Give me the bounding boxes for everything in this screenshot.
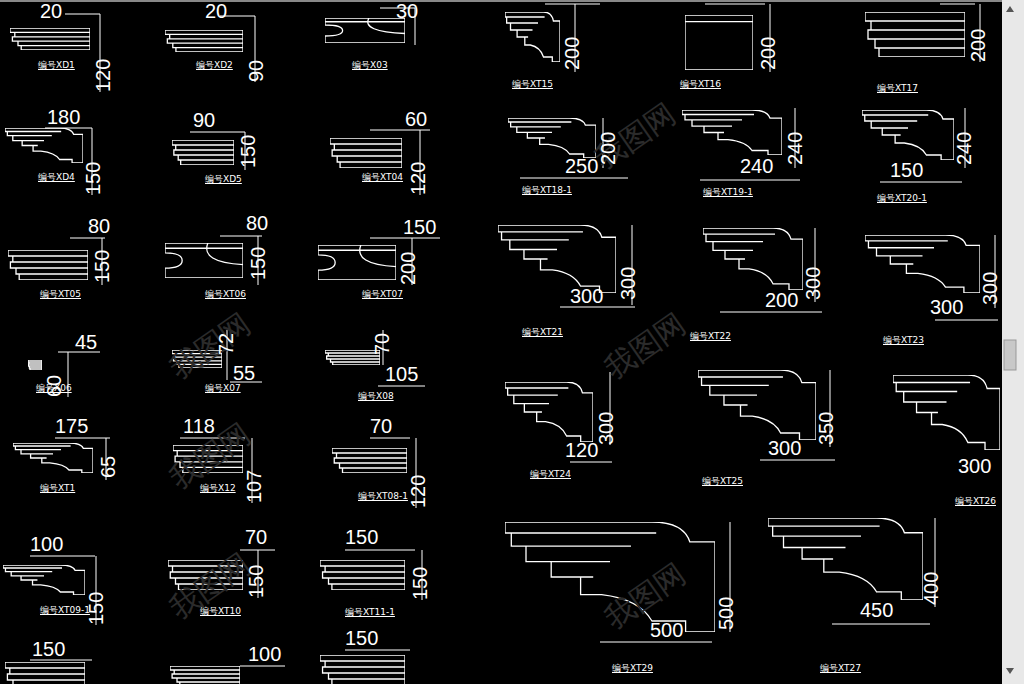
dimension-text: 120 [565,440,598,460]
dimension-text: 500 [650,620,683,640]
dimension-text: 55 [233,363,255,383]
profile-code: 编号XT17 [877,84,918,93]
profile-code: 编号XT15 [512,80,553,89]
profile-code: 编号XT26 [955,497,996,506]
profile-code: 编号XT29 [612,664,653,673]
dimension-text: 300 [980,272,1000,305]
dimension-text: 120 [408,162,428,195]
profile-code: 编号XT21 [522,328,563,337]
dimension-text: 65 [98,456,118,478]
profile-code: 编号X12 [200,484,236,493]
dimension-text: 180 [47,107,80,127]
profile-code: 编号XT18-1 [522,186,572,195]
profile-code: 编号XT27 [820,664,861,673]
dimension-text: 300 [958,456,991,476]
dimension-text: 80 [88,216,110,236]
dimension-text: 300 [618,267,638,300]
profile-code: 编号XT1 [40,484,75,493]
profile-code: 编号X07 [205,384,241,393]
dimension-text: 70 [245,527,267,547]
profile-code: 编号XT22 [690,332,731,341]
dimension-text: 300 [768,438,801,458]
dimension-text: 118 [183,416,215,436]
dimension-text: 150 [246,565,266,598]
dimension-text: 400 [921,572,941,605]
dimension-text: 105 [385,364,418,384]
dimension-text: 100 [248,644,281,664]
dimension-text: 20 [40,1,62,21]
dimension-text: 200 [765,290,798,310]
profile-code: 编号XT25 [702,477,743,486]
dimension-text: 200 [562,37,582,70]
profile-code: 编号XD1 [38,61,75,70]
dimension-text: 240 [954,132,974,165]
dimension-text: 72 [216,333,236,355]
profile-code: 编号XD4 [38,173,75,182]
dimension-text: 175 [55,416,88,436]
dimension-text: 200 [758,37,778,70]
molding-profiles [3,12,1000,684]
dimension-text: 240 [785,132,805,165]
dimension-text: 150 [248,247,268,280]
profile-code: 编号XT19-1 [703,188,753,197]
dimension-text: 70 [370,416,392,436]
dimension-text: 80 [246,213,268,233]
profile-code: 编号XT20-1 [877,194,927,203]
profile-code: 编号XT10 [200,607,241,616]
dimension-text: 300 [596,412,616,445]
profile-code: 编号XT06 [205,290,246,299]
dimension-text: 150 [32,639,65,659]
profile-code: 编号XT04 [362,173,403,182]
watermark: 我图网 [600,308,691,384]
dimension-text: 150 [83,162,103,195]
dimension-text: 45 [75,332,97,352]
profile-code: 编号XT16 [680,80,721,89]
dimension-text: 150 [403,217,436,237]
dimension-text: 120 [93,59,113,92]
dimension-text: 500 [716,597,736,630]
dimension-text: 150 [238,135,258,168]
profile-code: 编号XT24 [530,470,571,479]
profile-code: 编号XD2 [196,61,233,70]
dimension-text: 150 [92,250,112,283]
dimension-text: 90 [193,110,215,130]
dimension-text: 107 [244,470,264,503]
profile-code: 编号XT09-1 [40,606,90,615]
profile-code: 编号XT08-1 [358,492,408,501]
dimension-text: 300 [930,297,963,317]
profile-code: 编号X06 [36,384,72,393]
dimension-text: 350 [816,412,836,445]
dimension-text: 240 [740,156,773,176]
dimension-text: 450 [860,600,893,620]
dimension-text: 70 [372,333,392,355]
dimension-text: 150 [410,567,430,600]
dimension-text: 150 [345,527,378,547]
dimension-text: 100 [30,534,63,554]
dimension-text: 200 [398,252,418,285]
dimension-text: 120 [408,475,428,508]
dimension-text: 300 [803,267,823,300]
dimension-text: 30 [396,1,418,21]
profile-code: 编号X08 [358,392,394,401]
profile-code: 编号XT23 [883,336,924,345]
dimension-text: 300 [570,286,603,306]
dimension-text: 200 [968,29,988,62]
dimension-text: 90 [246,60,266,82]
dimension-lines [30,4,998,666]
profile-code: 编号XT07 [362,290,403,299]
dimension-text: 20 [205,1,227,21]
dimension-text: 150 [345,628,378,648]
dimension-text: 60 [405,109,427,129]
dimension-text: 200 [598,132,618,165]
dimension-text: 150 [890,160,923,180]
profile-code: 编号XD5 [205,175,242,184]
profile-code: 编号X03 [352,61,388,70]
profile-code: 编号XT11-1 [345,608,395,617]
profile-code: 编号XT05 [40,290,81,299]
dimension-text: 250 [565,156,598,176]
